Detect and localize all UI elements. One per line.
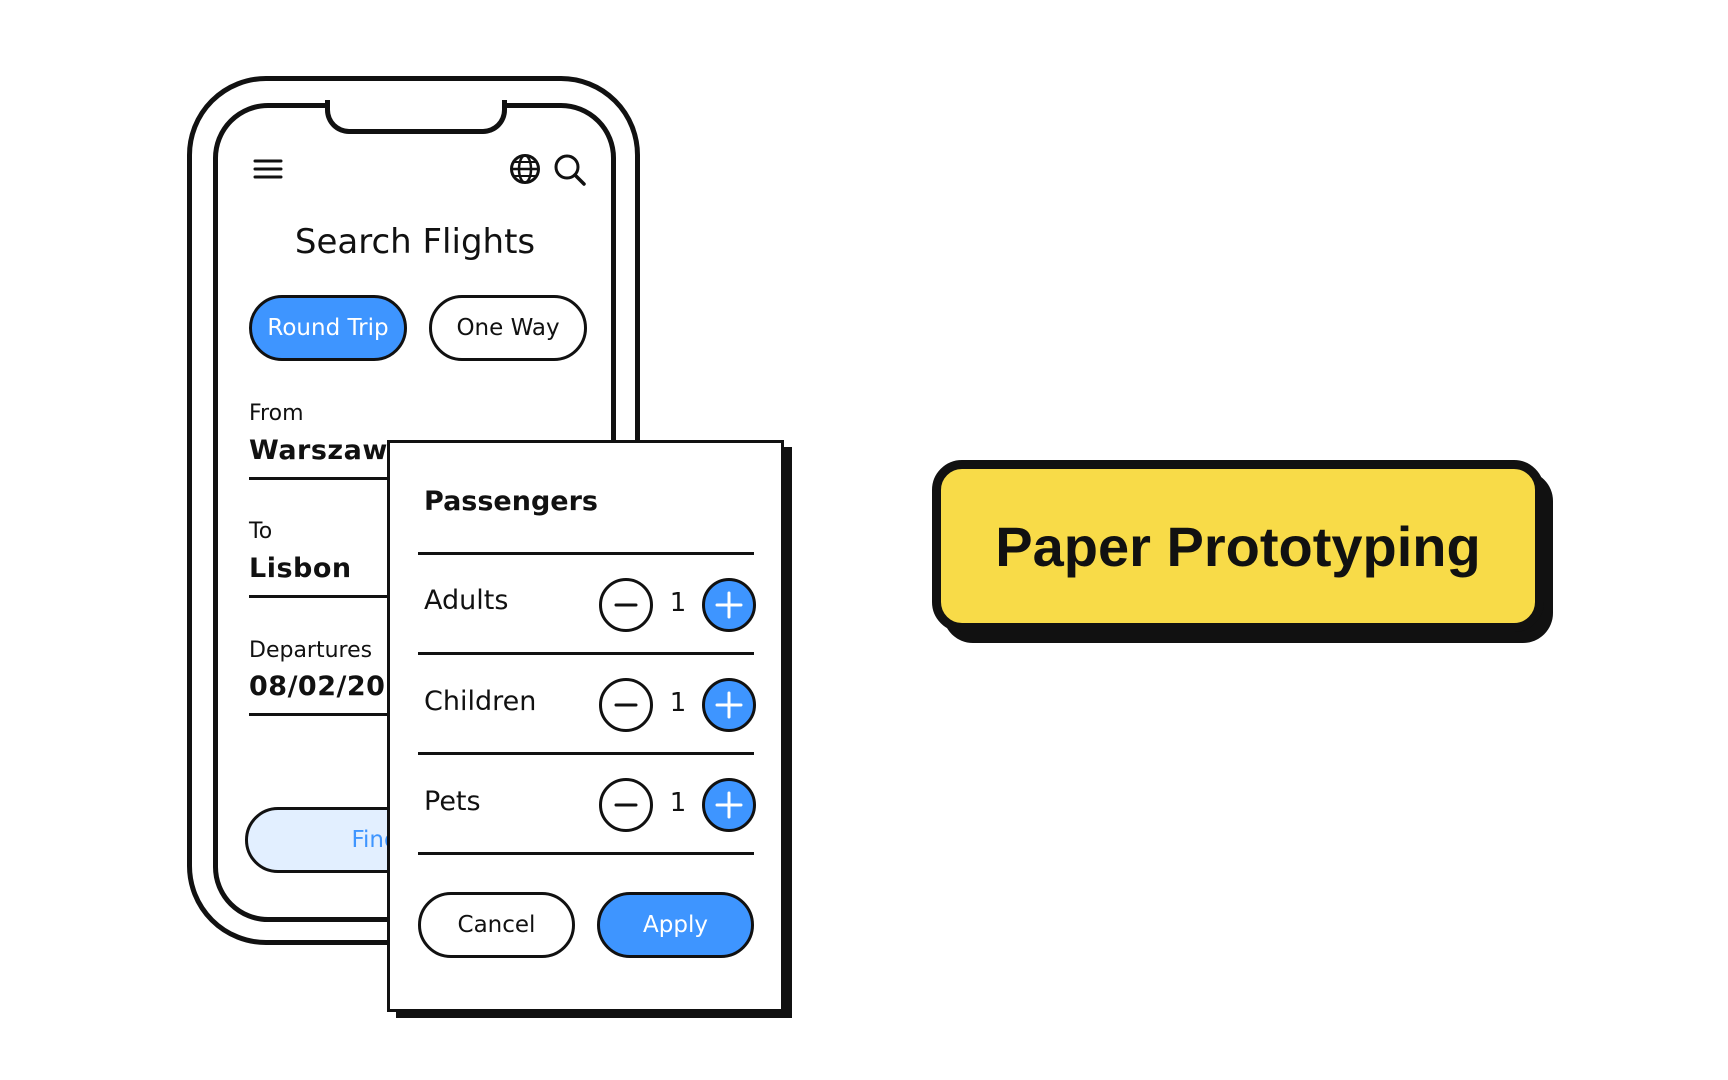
children-decrement-button[interactable]	[599, 678, 653, 732]
globe-icon[interactable]	[509, 153, 541, 185]
children-count: 1	[669, 688, 687, 718]
adults-decrement-button[interactable]	[599, 578, 653, 632]
search-icon[interactable]	[553, 153, 587, 187]
divider	[418, 552, 754, 555]
departures-underline	[249, 713, 399, 716]
from-label: From	[249, 401, 304, 426]
divider	[418, 752, 754, 755]
children-increment-button[interactable]	[702, 678, 756, 732]
departures-label: Departures	[249, 638, 373, 663]
from-underline	[249, 477, 399, 480]
pets-decrement-button[interactable]	[599, 778, 653, 832]
minus-icon	[614, 603, 638, 607]
round-trip-button[interactable]: Round Trip	[249, 295, 407, 361]
adults-increment-button[interactable]	[702, 578, 756, 632]
children-label: Children	[424, 686, 537, 717]
phone-notch	[325, 100, 507, 134]
minus-icon	[614, 703, 638, 707]
divider	[418, 852, 754, 855]
adults-count: 1	[669, 588, 687, 618]
plus-icon	[715, 691, 743, 719]
hamburger-menu-icon[interactable]	[253, 157, 283, 181]
pets-label: Pets	[424, 786, 481, 817]
plus-icon	[715, 591, 743, 619]
to-label: To	[249, 519, 273, 544]
badge-label: Paper Prototyping	[995, 514, 1481, 578]
departures-field[interactable]: 08/02/20	[249, 671, 386, 702]
minus-icon	[614, 803, 638, 807]
to-underline	[249, 595, 399, 598]
passengers-title: Passengers	[424, 486, 598, 517]
page-title: Search Flights	[294, 222, 536, 262]
paper-prototyping-badge: Paper Prototyping	[932, 460, 1544, 632]
adults-label: Adults	[424, 585, 509, 616]
cancel-button[interactable]: Cancel	[418, 892, 575, 958]
from-field[interactable]: Warszaw	[249, 435, 388, 466]
pets-count: 1	[669, 788, 687, 818]
divider	[418, 652, 754, 655]
pets-increment-button[interactable]	[702, 778, 756, 832]
to-field[interactable]: Lisbon	[249, 553, 352, 584]
one-way-button[interactable]: One Way	[429, 295, 587, 361]
apply-button[interactable]: Apply	[597, 892, 754, 958]
plus-icon	[715, 791, 743, 819]
